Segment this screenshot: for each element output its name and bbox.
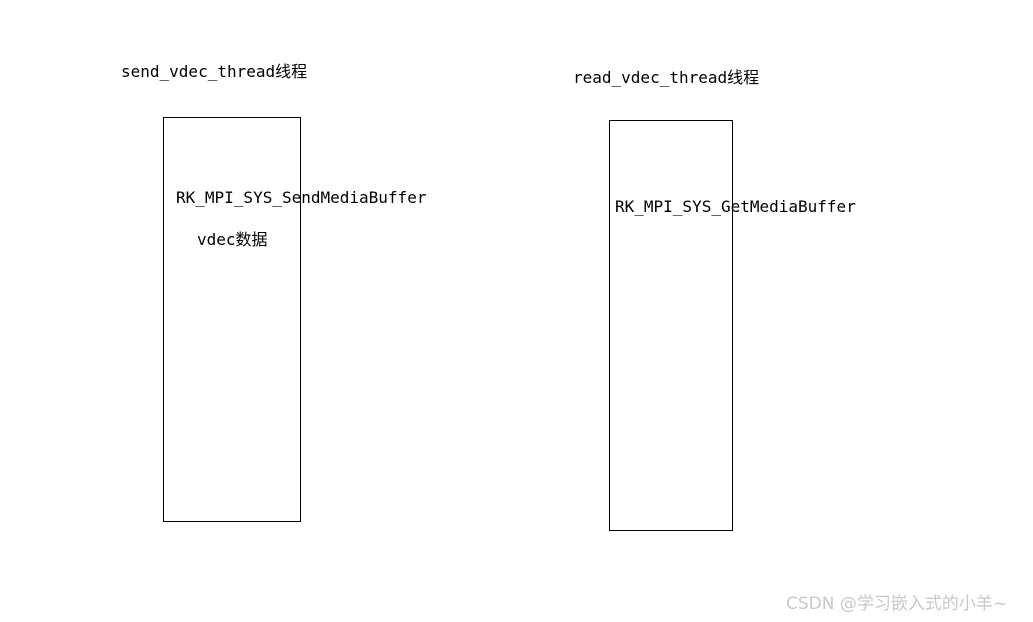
send-thread-title: send_vdec_thread线程 (121, 62, 308, 81)
read-thread-box (609, 120, 733, 531)
csdn-watermark: CSDN @学习嵌入式的小羊~ (786, 594, 1008, 614)
get-media-buffer-call: RK_MPI_SYS_GetMediaBuffer (615, 197, 856, 216)
send-thread-box (163, 117, 301, 522)
vdec-data-label: vdec数据 (197, 230, 268, 249)
send-media-buffer-call: RK_MPI_SYS_SendMediaBuffer (176, 188, 427, 207)
read-thread-title: read_vdec_thread线程 (573, 68, 760, 87)
